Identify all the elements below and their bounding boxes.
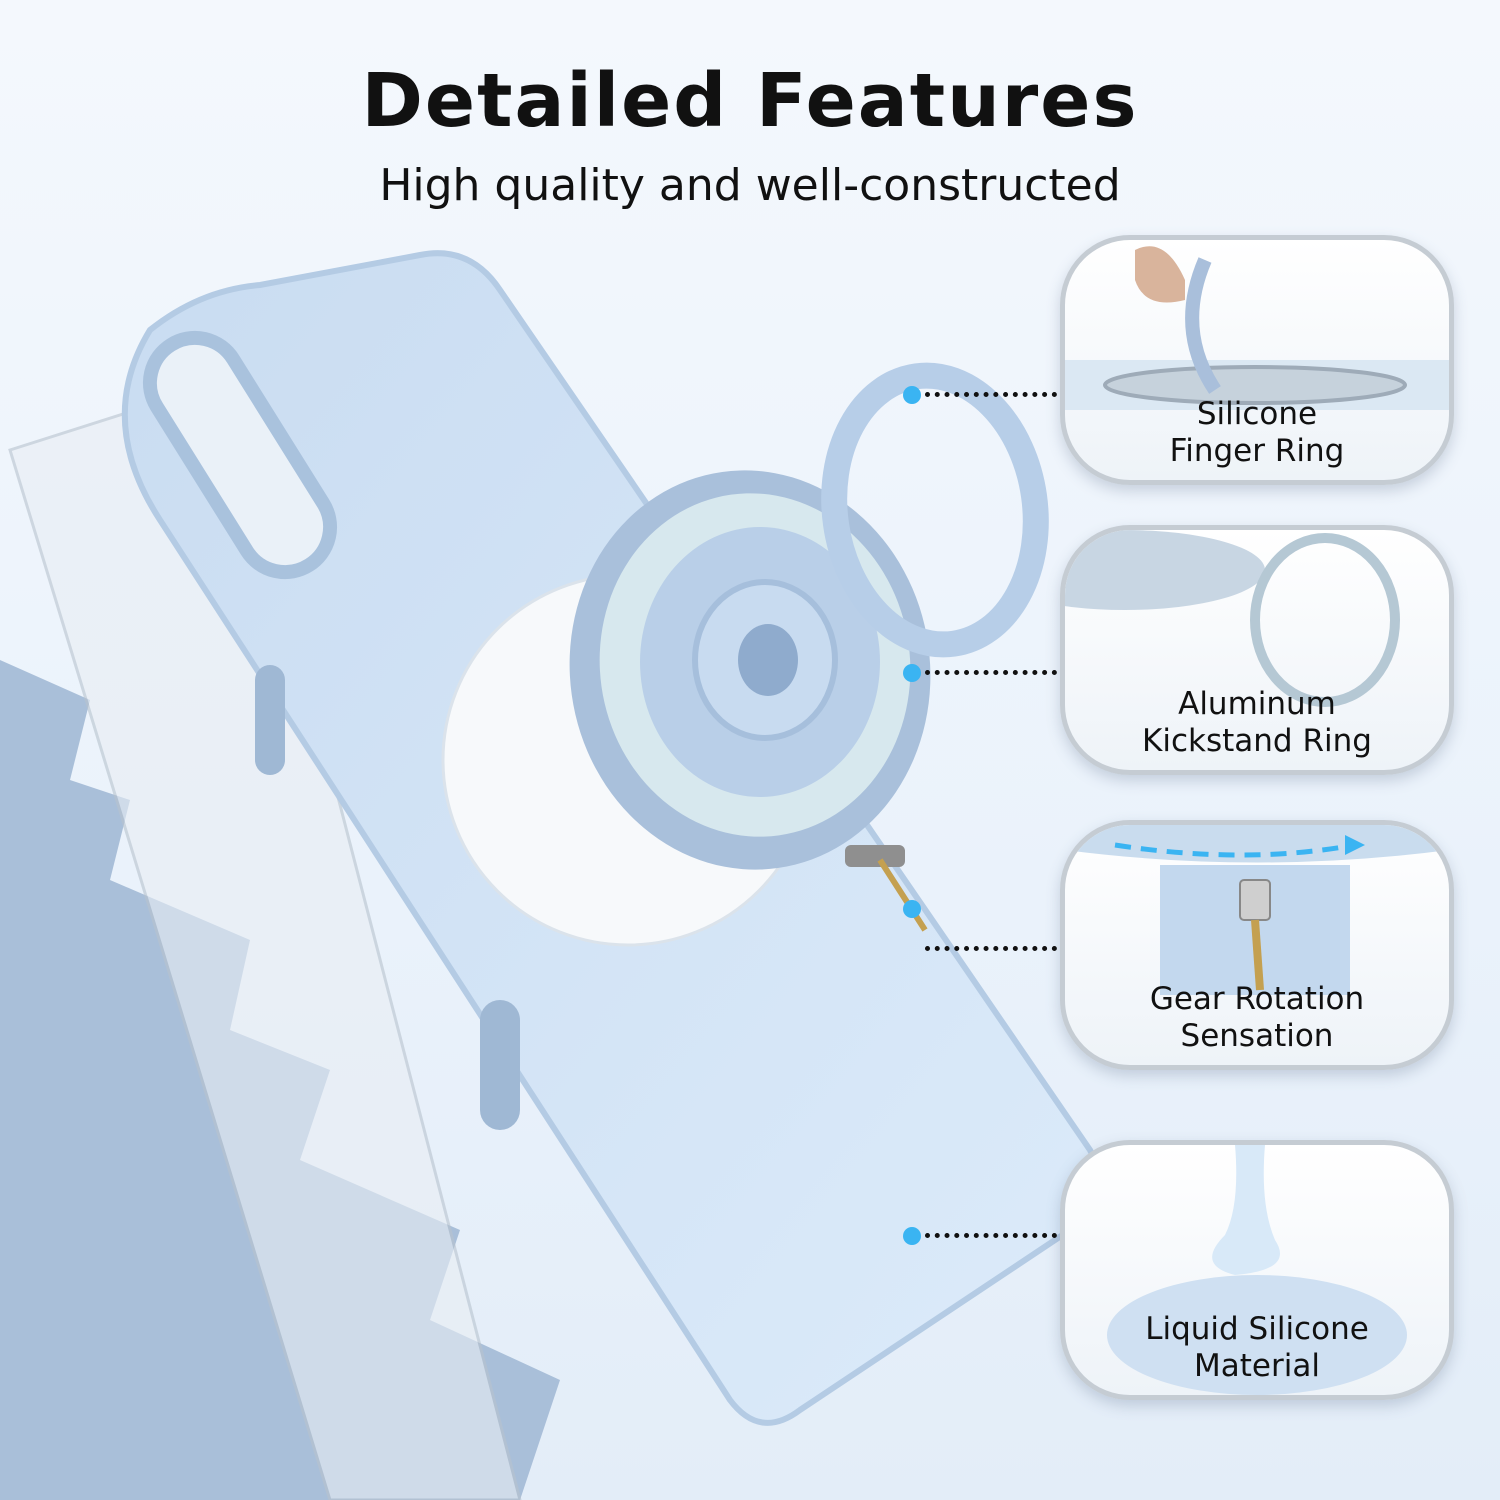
page-title: Detailed Features (361, 58, 1139, 144)
callout-line2: Finger Ring (1169, 433, 1345, 469)
leader-line (925, 670, 1057, 675)
leader-line (925, 392, 1057, 397)
finger-icon (1135, 246, 1185, 303)
liquid-silicone-photo (1107, 1145, 1407, 1395)
marker-dot (903, 386, 921, 404)
callout-line1: Aluminum (1178, 686, 1336, 722)
silicone-finger-ring (821, 362, 1049, 658)
callout-line1: Silicone (1196, 396, 1318, 432)
callout-line2: Sensation (1180, 1018, 1334, 1054)
rotation-arrow-icon (1114, 842, 1356, 858)
callout-line1: Gear Rotation (1149, 981, 1365, 1017)
hinge (845, 845, 905, 867)
action-button (480, 1000, 520, 1130)
camera-cutout (142, 330, 338, 580)
volume-button (255, 665, 285, 775)
callout-line2: Kickstand Ring (1142, 723, 1372, 759)
callout-line2: Material (1194, 1348, 1320, 1384)
page-subtitle: High quality and well-constructed (379, 160, 1121, 211)
kickstand-photo (1065, 530, 1400, 707)
finger-ring-photo (1065, 246, 1449, 410)
marker-dot (903, 900, 921, 918)
marker-dot (903, 1227, 921, 1245)
leader-line (925, 946, 1057, 951)
gear-photo (1065, 825, 1449, 995)
leader-line (925, 1233, 1057, 1238)
marker-dot (903, 664, 921, 682)
callout-line1: Liquid Silicone (1145, 1311, 1369, 1347)
